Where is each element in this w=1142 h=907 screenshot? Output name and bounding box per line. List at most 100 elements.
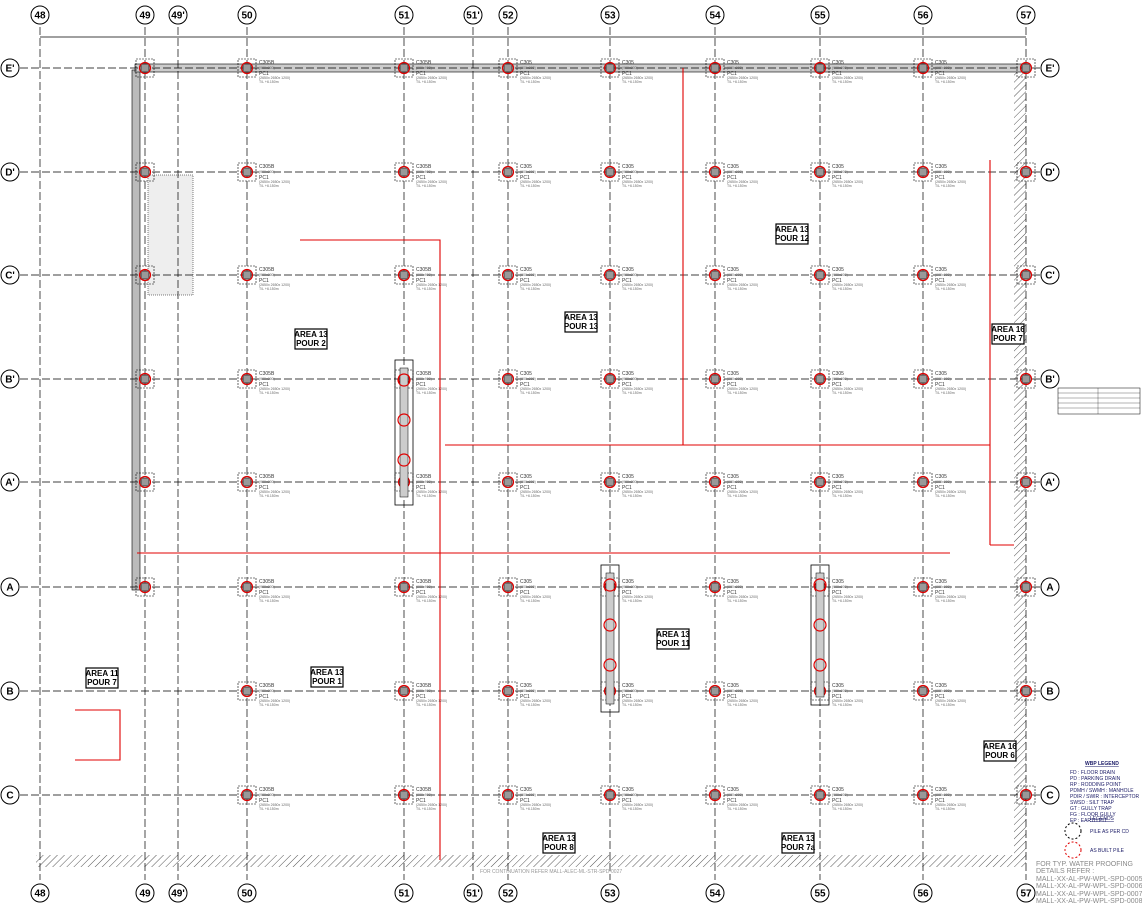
grid-bubble-circle [0,577,20,597]
pile-cap-spec: (2650x 2650x 1200) [727,76,758,80]
pile-cap-level: T/L +6.150m [622,703,642,707]
pile-cap-outline [1016,265,1036,285]
column-square [399,63,409,73]
column-square [242,63,252,73]
column-square [710,686,720,696]
column-tag: C305 [622,787,634,793]
as-built-pile-icon [813,578,827,592]
grid-bubble-C: C [0,785,20,805]
as-built-pile-icon [397,373,411,387]
grid-bubble-label: A' [1045,478,1055,489]
column-pile-cap: C305B(900x900)PC1(2650x 2650x 1200)T/L +… [394,785,447,811]
pile-cap-tag: PC1 [259,798,269,804]
grid-bubble-circle [1016,883,1036,903]
pile-cap-outline [498,785,518,805]
pile-cap-level: T/L +6.150m [727,184,747,188]
column-size: (900x900) [832,377,848,381]
pile-cap-outline [237,577,257,597]
pile-cap-outline [913,58,933,78]
column-tag: C305B [259,683,275,689]
grid-bubble-C': C' [0,265,20,285]
pile-cap-outline [810,162,830,182]
pile-cap-outline [237,785,257,805]
column-tag: C305 [520,683,532,689]
pile-cap-level: T/L +6.150m [935,287,955,291]
column-tag: C305B [416,164,432,170]
pile-cap-tag: PC1 [727,278,737,284]
area-label-box [310,666,344,688]
column-pile-cap [135,577,155,597]
area-label-box [991,323,1025,345]
pile-cap-spec: (2650x 2650x 1200) [259,180,290,184]
pile-cap-spec: (2650x 2650x 1200) [832,76,863,80]
wall-core [605,572,615,705]
column-square [605,270,615,280]
column-square [503,790,513,800]
grid-bubble-label: B' [5,375,15,386]
column-tag: C305 [832,60,844,66]
area-label-line2: POUR 7a [781,843,816,852]
pile-cap-spec: (2650x 2650x 1200) [259,803,290,807]
pile-cap-level: T/L +6.150m [727,80,747,84]
grid-bubble-label: C' [5,271,15,282]
column-square [140,374,150,384]
column-tag: C305 [622,579,634,585]
area-label-line2: POUR 13 [564,322,599,331]
column-square [605,167,615,177]
column-tag: C305 [727,474,739,480]
column-tag: C305 [520,164,532,170]
as-built-pile-icon [708,788,722,802]
column-pile-cap: C305(900x900)PC1(2650x 2650x 1200)T/L +6… [498,369,551,395]
as-built-pile-icon [138,580,152,594]
column-pile-cap: C305(900x900)PC1(2650x 2650x 1200)T/L +6… [705,577,758,603]
column-size: (900x900) [832,793,848,797]
pile-cap-outline [705,162,725,182]
column-tag: C305 [727,787,739,793]
pile-cap-tag: PC1 [259,694,269,700]
pile-cap-level: T/L +6.150m [622,391,642,395]
area-label-box [781,832,815,854]
column-size: (900x900) [416,170,432,174]
grid-bubble-circle [237,5,257,25]
column-tag: C305 [622,683,634,689]
pile-cap-tag: PC1 [935,590,945,596]
pile-cap-spec: (2650x 2650x 1200) [935,180,966,184]
column-size: (900x900) [520,377,536,381]
grid-bubble-label: 53 [604,889,616,900]
pile-cap-spec: (2650x 2650x 1200) [622,180,653,184]
pile-cap-tag: PC1 [935,485,945,491]
column-size: (900x900) [520,480,536,484]
grid-bubble-circle [168,883,188,903]
pile-cap-level: T/L +6.150m [259,807,279,811]
area-label-line2: POUR 8 [544,843,574,852]
pile-cap-spec: (2650x 2650x 1200) [727,595,758,599]
column-square [503,477,513,487]
column-pile-cap: C305(900x900)PC1(2650x 2650x 1200)T/L +6… [600,58,653,84]
grid-bubble-label: 49' [171,11,185,22]
grid-bubble-48: 48 [30,5,50,25]
pile-cap-tag: PC1 [622,798,632,804]
column-square [815,167,825,177]
pile-cap-outline [810,564,830,706]
column-pile-cap: C305(900x900)PC1(2650x 2650x 1200)T/L +6… [498,162,551,188]
column-tag: C305 [832,164,844,170]
column-pile-cap [1016,681,1036,701]
grid-bubble-label: 51 [398,11,410,22]
as-built-pile-icon [916,475,930,489]
column-tag: C305 [622,164,634,170]
pile-cap-spec: (2650x 2650x 1200) [622,699,653,703]
as-built-pile-icon [813,618,827,632]
column-size: (900x900) [416,66,432,70]
column-square [242,270,252,280]
pile-cap-spec: (2650x 2650x 1200) [416,76,447,80]
column-size: (900x900) [520,689,536,693]
pile-cap-level: T/L +6.150m [832,807,852,811]
pile-cap-tag: PC1 [259,485,269,491]
grid-bubble-49: 49 [135,5,155,25]
pile-cap-tag: PC1 [416,798,426,804]
column-size: (900x900) [520,585,536,589]
column-tag: C305B [259,371,275,377]
column-size: (900x900) [416,793,432,797]
column-pile-cap: C305(900x900)PC1(2650x 2650x 1200)T/L +6… [705,58,758,84]
